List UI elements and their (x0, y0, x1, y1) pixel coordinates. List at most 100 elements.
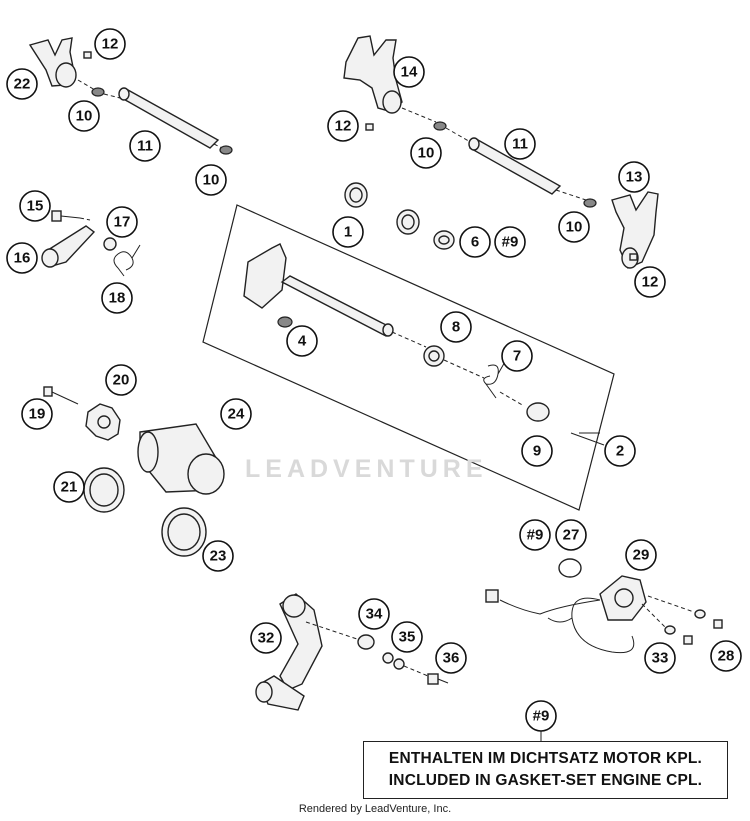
svg-text:35: 35 (399, 629, 416, 646)
lever-16 (41, 225, 96, 268)
shift-star-20 (85, 403, 121, 441)
svg-text:12: 12 (335, 118, 352, 135)
svg-text:6: 6 (471, 234, 479, 251)
svg-text:10: 10 (76, 108, 93, 125)
svg-text:29: 29 (633, 547, 650, 564)
callout-2: 2 (604, 435, 636, 467)
callout-13: 13 (618, 161, 650, 193)
note-line-german: ENTHALTEN IM DICHTSATZ MOTOR KPL. (388, 750, 703, 767)
callout-22: 22 (6, 68, 38, 100)
svg-text:36: 36 (443, 650, 460, 667)
callout-17: 17 (106, 206, 138, 238)
svg-text:8: 8 (452, 319, 460, 336)
svg-text:24: 24 (228, 406, 245, 423)
svg-text:11: 11 (137, 138, 153, 155)
callout-19: 19 (21, 398, 53, 430)
svg-text:32: 32 (258, 630, 275, 647)
washer-9 (526, 402, 550, 422)
shift-lever-32 (255, 593, 323, 711)
callout-18: 18 (101, 282, 133, 314)
svg-text:#9: #9 (533, 708, 550, 725)
svg-text:17: 17 (114, 214, 131, 231)
svg-text:34: 34 (366, 606, 383, 623)
svg-text:4: 4 (298, 333, 307, 350)
svg-text:2: 2 (616, 443, 624, 460)
svg-text:22: 22 (14, 76, 31, 93)
washer-28 (694, 609, 706, 619)
pin-12-top-left (83, 51, 92, 59)
callout-8: 8 (440, 311, 472, 343)
callout-32: 32 (250, 622, 282, 654)
callout-12-a: 12 (94, 28, 126, 60)
svg-text:10: 10 (418, 145, 435, 162)
screw-36 (427, 673, 449, 685)
gear-sensor-29 (599, 575, 647, 621)
shift-drum-24 (137, 423, 225, 495)
bearing-21 (83, 467, 125, 513)
svg-text:28: 28 (718, 648, 735, 665)
callout-10-a: 10 (68, 100, 100, 132)
callout-28: 28 (710, 640, 742, 672)
spring-10-top-left (91, 87, 105, 97)
callout-1: 1 (332, 216, 364, 248)
gasket-set-note: ENTHALTEN IM DICHTSATZ MOTOR KPL. INCLUD… (363, 741, 728, 799)
shift-fork-13 (611, 191, 659, 269)
svg-text:20: 20 (113, 372, 130, 389)
spring-4 (277, 316, 293, 328)
callout-9-hash-note: #9 (525, 700, 557, 732)
callout-10-b: 10 (195, 164, 227, 196)
svg-text:14: 14 (401, 64, 418, 81)
spring-7 (483, 359, 507, 399)
callout-10-d: 10 (558, 211, 590, 243)
svg-text:27: 27 (563, 527, 580, 544)
svg-text:16: 16 (14, 250, 31, 267)
shift-fork-22 (28, 37, 77, 88)
spring-10-fork-14 (433, 121, 447, 131)
svg-text:10: 10 (566, 219, 583, 236)
pin-12-fork-13 (629, 253, 638, 261)
callout-6: 6 (459, 226, 491, 258)
shaft-11-right (468, 137, 562, 195)
svg-text:#9: #9 (527, 527, 544, 544)
callout-9: 9 (521, 435, 553, 467)
sensor-connector (485, 589, 499, 603)
spring-18 (113, 244, 141, 277)
shift-shaft-assembly-outline (202, 204, 615, 511)
callout-4: 4 (286, 325, 318, 357)
bearing-1-a (344, 182, 368, 208)
callout-35: 35 (391, 621, 423, 653)
svg-text:21: 21 (61, 479, 78, 496)
callout-12-c: 12 (634, 266, 666, 298)
svg-text:19: 19 (29, 406, 46, 423)
footer-credit: Rendered by LeadVenture, Inc. (298, 803, 452, 815)
svg-text:#9: #9 (502, 234, 519, 251)
callout-20: 20 (105, 364, 137, 396)
callout-34: 34 (358, 598, 390, 630)
bushing-17 (103, 237, 117, 251)
callout-9-hash-a: #9 (494, 226, 526, 258)
callout-10-c: 10 (410, 137, 442, 169)
callout-14: 14 (393, 56, 425, 88)
callout-33: 33 (644, 642, 676, 674)
screw-33 (683, 635, 693, 645)
svg-text:23: 23 (210, 548, 227, 565)
callout-36: 36 (435, 642, 467, 674)
svg-text:18: 18 (109, 290, 126, 307)
spring-10-fork-13 (583, 198, 597, 208)
seal-ring-6 (433, 230, 455, 250)
callout-29: 29 (625, 539, 657, 571)
callout-27: 27 (555, 519, 587, 551)
shaft-11-top-left (118, 87, 220, 149)
callout-7: 7 (501, 340, 533, 372)
watermark: LEADVENTURE (245, 455, 488, 483)
callout-21: 21 (53, 471, 85, 503)
callout-11-a: 11 (129, 130, 161, 162)
svg-text:13: 13 (626, 169, 643, 186)
callout-9-hash-b: #9 (519, 519, 551, 551)
callout-11-b: 11 (504, 128, 536, 160)
washer-35-b (393, 658, 405, 670)
callout-24: 24 (220, 398, 252, 430)
sensor-cable (499, 597, 635, 654)
screw-28 (713, 619, 723, 629)
note-line-english: INCLUDED IN GASKET-SET ENGINE CPL. (388, 772, 703, 789)
